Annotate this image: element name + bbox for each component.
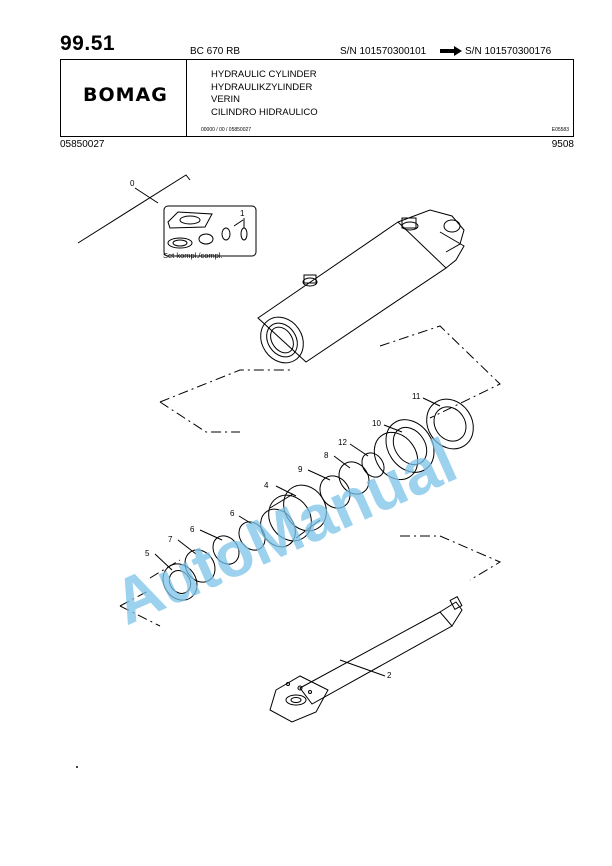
piston-rod: [269, 596, 463, 723]
callout-6a: 6: [190, 525, 195, 534]
callout-12: 12: [338, 438, 347, 447]
title-list: HYDRAULIC CYLINDER HYDRAULIKZYLINDER VER…: [211, 69, 318, 119]
callout-10: 10: [372, 419, 381, 428]
doc-reference: 00000 / 00 / 05850027: [201, 127, 252, 133]
title-block: BOMAG HYDRAULIC CYLINDER HYDRAULIKZYLIND…: [60, 59, 574, 137]
callout-5: 5: [145, 549, 150, 558]
serial-from: S/N 101570300101: [340, 46, 427, 57]
drawing-reference: E05583: [551, 127, 569, 133]
title-block-divider: [186, 60, 187, 136]
title-en: HYDRAULIC CYLINDER: [211, 69, 317, 80]
callout-2: 2: [387, 671, 392, 680]
arrow-right-icon: [440, 46, 462, 56]
page-dot: [76, 766, 78, 768]
leader-line: [77, 174, 191, 244]
callout-8: 8: [324, 451, 329, 460]
callout-4: 4: [264, 481, 269, 490]
model-name: BC 670 RB: [190, 46, 241, 57]
seal-stack: [162, 398, 474, 601]
title-de: HYDRAULIKZYLINDER: [211, 81, 313, 93]
cylinder-barrel: [257, 209, 465, 364]
serial-to: S/N 101570300176: [465, 46, 552, 57]
title-es: CILINDRO HIDRAULICO: [211, 106, 318, 118]
callout-11: 11: [412, 392, 421, 401]
seal-kit-label: Set kompl./compl.: [163, 251, 223, 260]
brand-logo: BOMAG: [83, 84, 168, 106]
date-code: 9508: [551, 139, 574, 150]
part-number: 05850027: [60, 139, 105, 150]
seal-kit-box: [163, 205, 257, 257]
callout-0: 0: [130, 179, 135, 188]
callout-1: 1: [240, 209, 245, 218]
callout-6b: 6: [230, 509, 235, 518]
title-fr: VERIN: [211, 94, 241, 105]
page-number: 99.51: [60, 32, 116, 55]
callout-9: 9: [298, 465, 303, 474]
callout-7: 7: [168, 535, 173, 544]
